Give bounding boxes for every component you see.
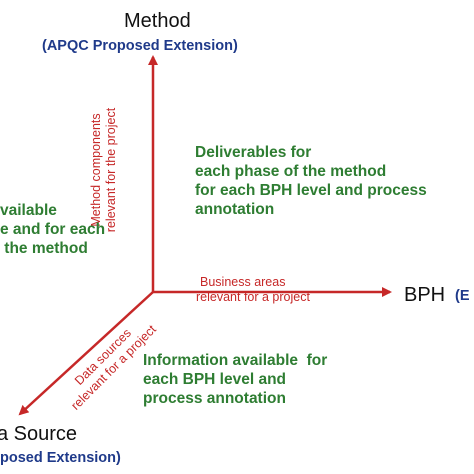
method-axis-title: Method — [124, 10, 191, 32]
data-source-axis-arrow — [18, 291, 154, 416]
bph-axis-title: BPH — [404, 284, 446, 306]
bph-axis-label: Business areas relevant for a project — [196, 275, 310, 305]
method-axis-subtitle: (APQC Proposed Extension) — [42, 38, 238, 54]
bph-axis-label-line2: relevant for a project — [196, 290, 310, 304]
bph-axis-label-line1: Business areas — [200, 275, 286, 289]
information-note: Information available for each BPH level… — [143, 352, 328, 407]
bph-axis-subtitle: (E — [455, 288, 470, 304]
left-partial-note: vailable e and for each the method — [0, 202, 106, 257]
data-source-axis-subtitle: posed Extension) — [0, 450, 121, 466]
data-source-axis-title: a Source — [0, 423, 78, 445]
method-axis-label-line2: relevant for the project — [104, 107, 118, 233]
deliverables-note: Deliverables for each phase of the metho… — [195, 144, 427, 218]
